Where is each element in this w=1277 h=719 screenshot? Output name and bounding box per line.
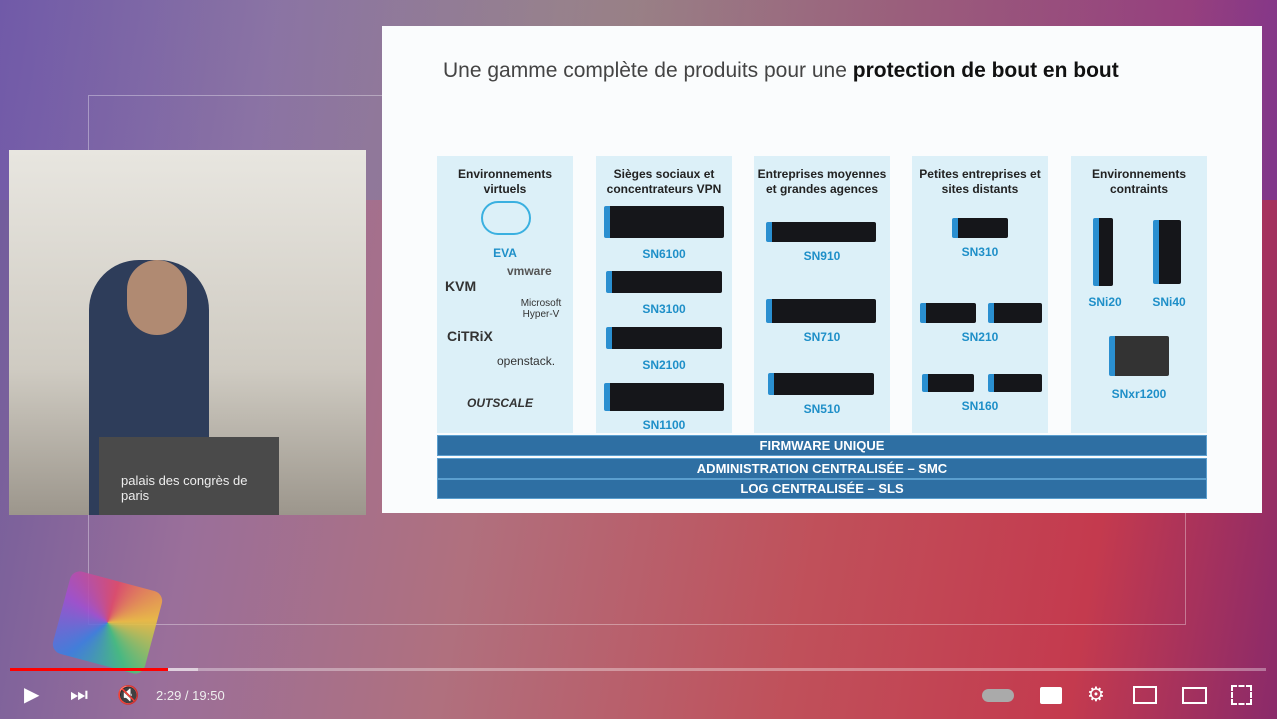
- title-regular: Une gamme complète de produits pour une: [443, 59, 853, 82]
- column-virtual: Environnements virtuels EVA vmware KVM M…: [437, 156, 573, 433]
- device-image: [920, 303, 976, 323]
- device-image: [1093, 218, 1113, 286]
- product-label: SN160: [961, 399, 999, 413]
- column-heading: Entreprises moyennes et grandes agences: [757, 167, 887, 196]
- progress-bar[interactable]: [10, 668, 1266, 671]
- device-image: [768, 373, 874, 395]
- openstack-logo: openstack.: [497, 354, 556, 368]
- device-image: [1109, 336, 1169, 376]
- presentation-slide: Une gamme complète de produits pour une …: [382, 26, 1262, 513]
- play-icon[interactable]: ▶: [24, 684, 40, 706]
- played-bar: [10, 668, 169, 671]
- column-headquarters: Sièges sociaux et concentrateurs VPN SN6…: [596, 156, 732, 433]
- column-midsize: Entreprises moyennes et grandes agences …: [754, 156, 890, 433]
- product-label: SN6100: [642, 247, 686, 261]
- column-heading: Environnements contraints: [1091, 167, 1187, 196]
- banner-firmware: FIRMWARE UNIQUE: [437, 435, 1207, 456]
- product-label: SN910: [803, 249, 841, 263]
- slide-title: Une gamme complète de produits pour une …: [443, 59, 1119, 83]
- device-image: [922, 374, 974, 392]
- device-image: [766, 299, 876, 323]
- column-heading: Environnements virtuels: [457, 167, 553, 196]
- subtitles-icon[interactable]: [1040, 687, 1062, 704]
- product-label: SN710: [803, 330, 841, 344]
- banner-administration: ADMINISTRATION CENTRALISÉE – SMC: [437, 458, 1207, 479]
- column-heading: Petites entreprises et sites distants: [919, 167, 1041, 196]
- product-label: SN310: [961, 245, 999, 259]
- device-image: [606, 271, 722, 293]
- podium: palais des congrès de paris: [99, 437, 279, 515]
- product-label: SN210: [961, 330, 999, 344]
- hyperv-logo: Microsoft Hyper-V: [520, 298, 562, 320]
- muted-icon[interactable]: 🔇: [117, 685, 140, 705]
- fullscreen-icon[interactable]: [1231, 685, 1252, 705]
- product-label: SN510: [803, 402, 841, 416]
- column-small: Petites entreprises et sites distants SN…: [912, 156, 1048, 433]
- theater-mode-icon[interactable]: [1182, 687, 1207, 704]
- autoplay-toggle[interactable]: [982, 689, 1014, 702]
- podium-logo-text: palais des congrès de paris: [121, 473, 248, 503]
- speaker-video: palais des congrès de paris: [9, 150, 366, 515]
- time-display: 2:29 / 19:50: [156, 688, 225, 703]
- product-label: SN2100: [642, 358, 686, 372]
- miniplayer-icon[interactable]: [1133, 686, 1157, 704]
- product-label: SNi20: [1088, 295, 1122, 309]
- product-label: SNi40: [1152, 295, 1186, 309]
- device-image: [606, 327, 722, 349]
- device-image: [988, 303, 1042, 323]
- settings-gear-icon[interactable]: ⚙: [1087, 684, 1105, 706]
- column-constrained: Environnements contraints SNi20 SNi40 SN…: [1071, 156, 1207, 433]
- column-heading: Sièges sociaux et concentrateurs VPN: [606, 167, 722, 196]
- product-label: EVA: [493, 246, 517, 260]
- device-image: [988, 374, 1042, 392]
- product-label: SN1100: [642, 418, 686, 432]
- kvm-logo: KVM: [445, 278, 477, 294]
- citrix-logo: CiTRiX: [447, 328, 493, 344]
- outscale-logo: OUTSCALE: [467, 396, 533, 410]
- player-controls: ▶ ⏭ 🔇 2:29 / 19:50 ⚙: [0, 660, 1277, 719]
- product-label: SNxr1200: [1111, 387, 1167, 401]
- speaker-head: [127, 260, 187, 335]
- device-image: [604, 383, 724, 411]
- next-icon[interactable]: ⏭: [70, 684, 88, 706]
- device-image: [1153, 220, 1181, 284]
- vmware-logo: vmware: [507, 264, 552, 278]
- title-bold: protection de bout en bout: [852, 59, 1119, 82]
- device-image: [952, 218, 1008, 238]
- banner-log: LOG CENTRALISÉE – SLS: [437, 479, 1207, 499]
- product-label: SN3100: [642, 302, 686, 316]
- device-image: [604, 206, 724, 238]
- cloud-icon: [481, 201, 531, 235]
- device-image: [766, 222, 876, 242]
